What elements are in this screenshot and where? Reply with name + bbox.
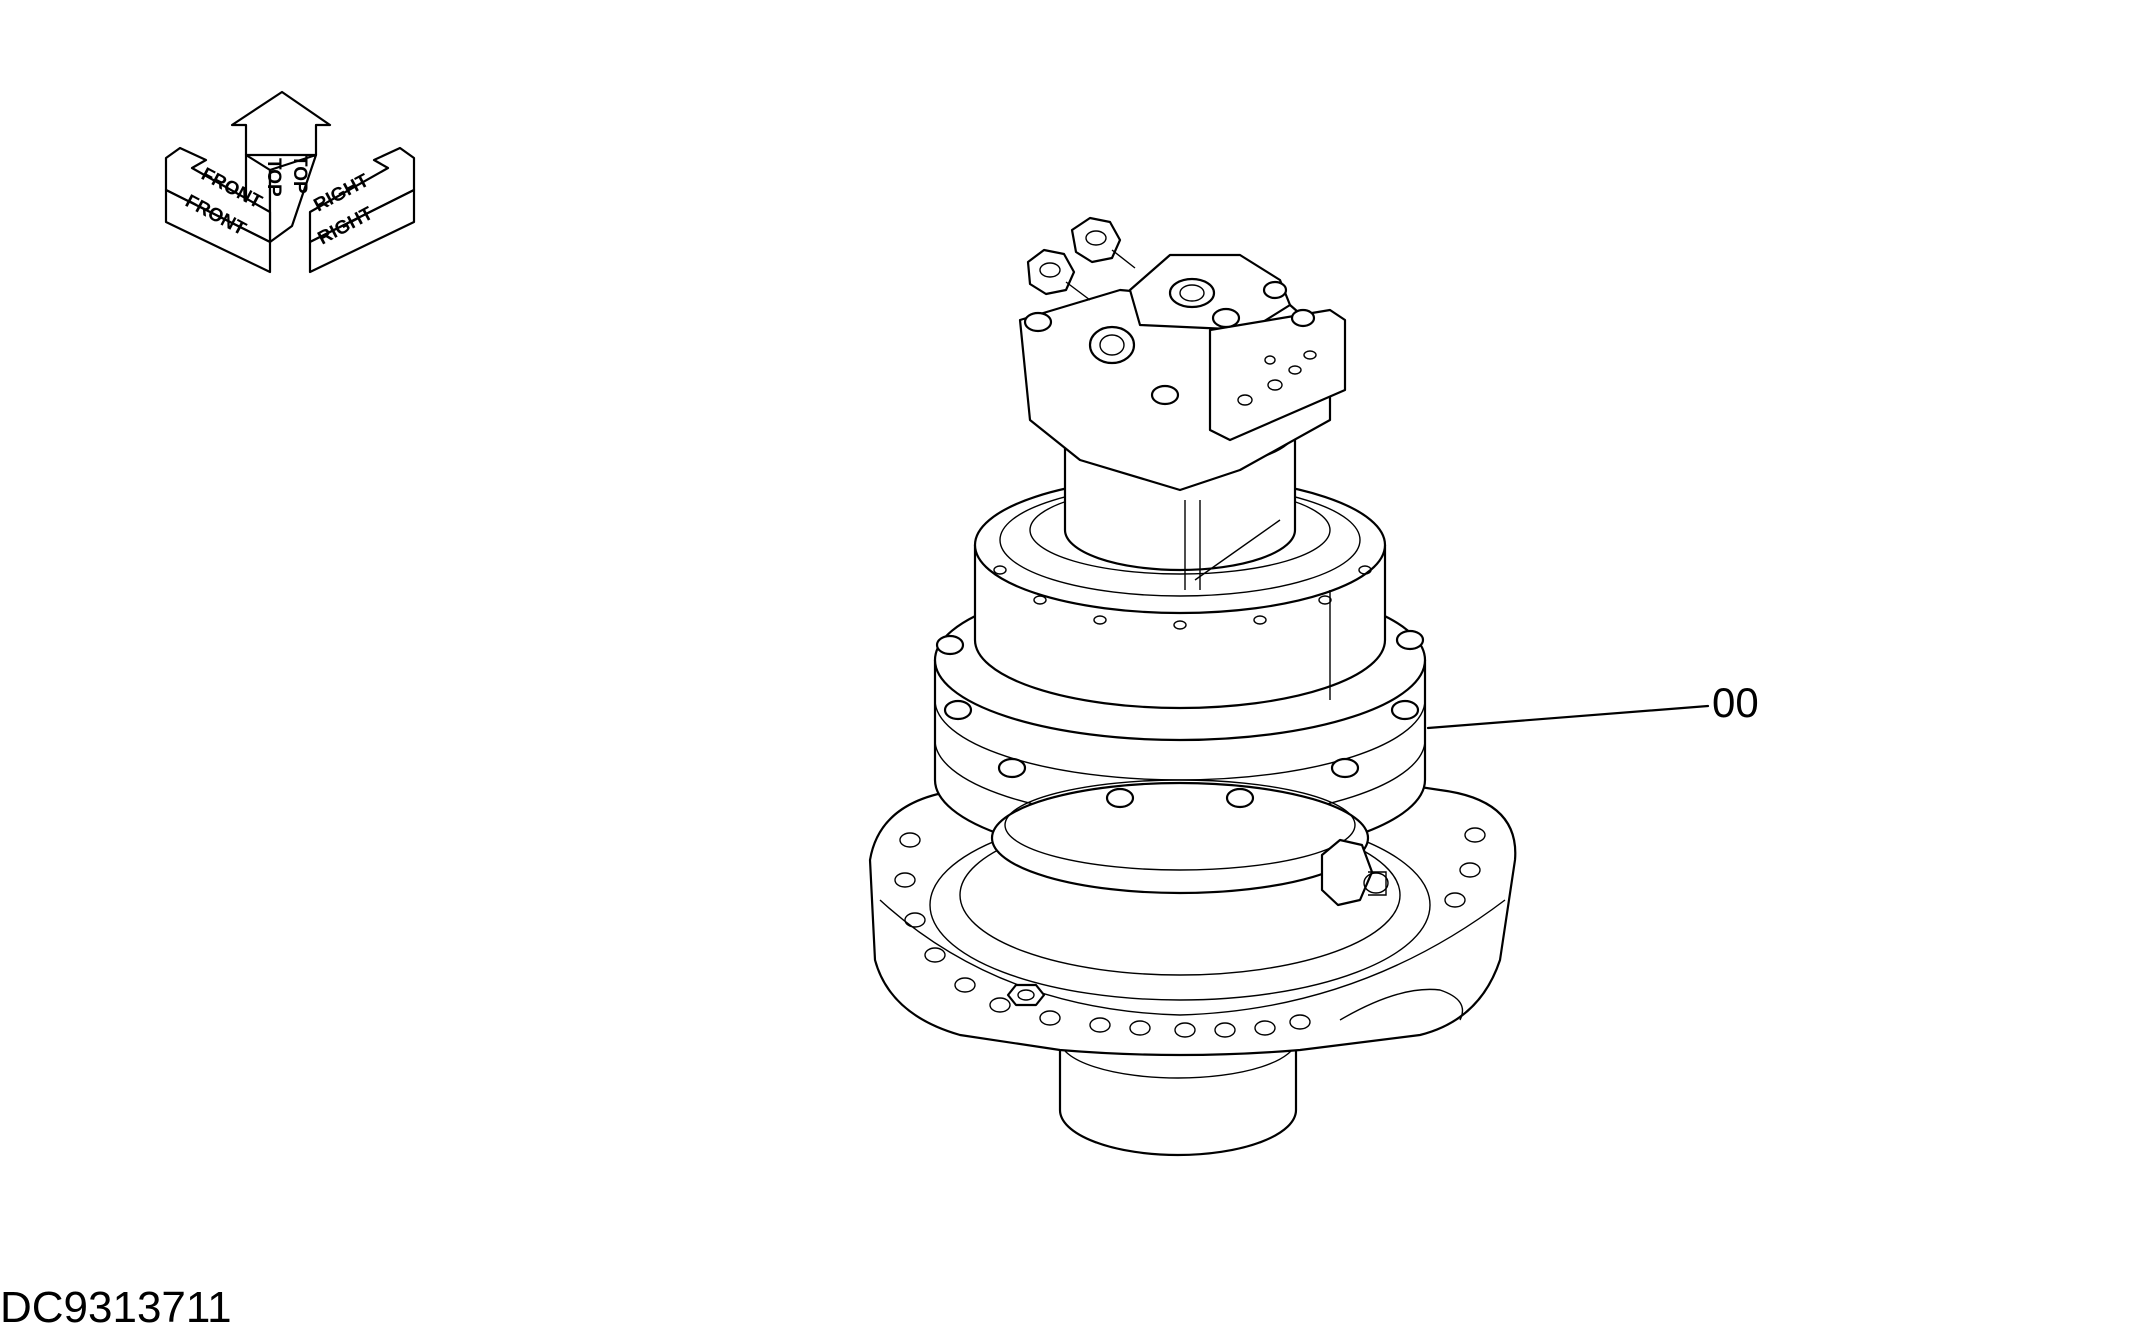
side-fitting [1320, 838, 1389, 907]
drain-plug [1006, 983, 1046, 1007]
top-label-left: TOP [263, 158, 284, 197]
output-shaft [1058, 1001, 1298, 1157]
callout-label: 00 [1712, 679, 1759, 726]
front-arrow-side-icon [164, 188, 272, 274]
leader-line [1426, 704, 1710, 730]
orientation-indicator: FRONT FRONT TOP TOP RIGHT RIGHT [164, 90, 416, 274]
part-callout: 00 [1426, 679, 1759, 730]
hose-fittings [1026, 216, 1136, 301]
flange-bolt-holes [894, 827, 1486, 1038]
case-bolts [935, 629, 1425, 809]
valve-block [1018, 216, 1347, 492]
top-arrow-icon [230, 90, 332, 157]
swing-device-assembly [868, 216, 1517, 1157]
top-label-right: TOP [289, 155, 310, 194]
drawing-number: DC9313711 [0, 1283, 232, 1332]
right-arrow-side-icon [308, 188, 416, 274]
